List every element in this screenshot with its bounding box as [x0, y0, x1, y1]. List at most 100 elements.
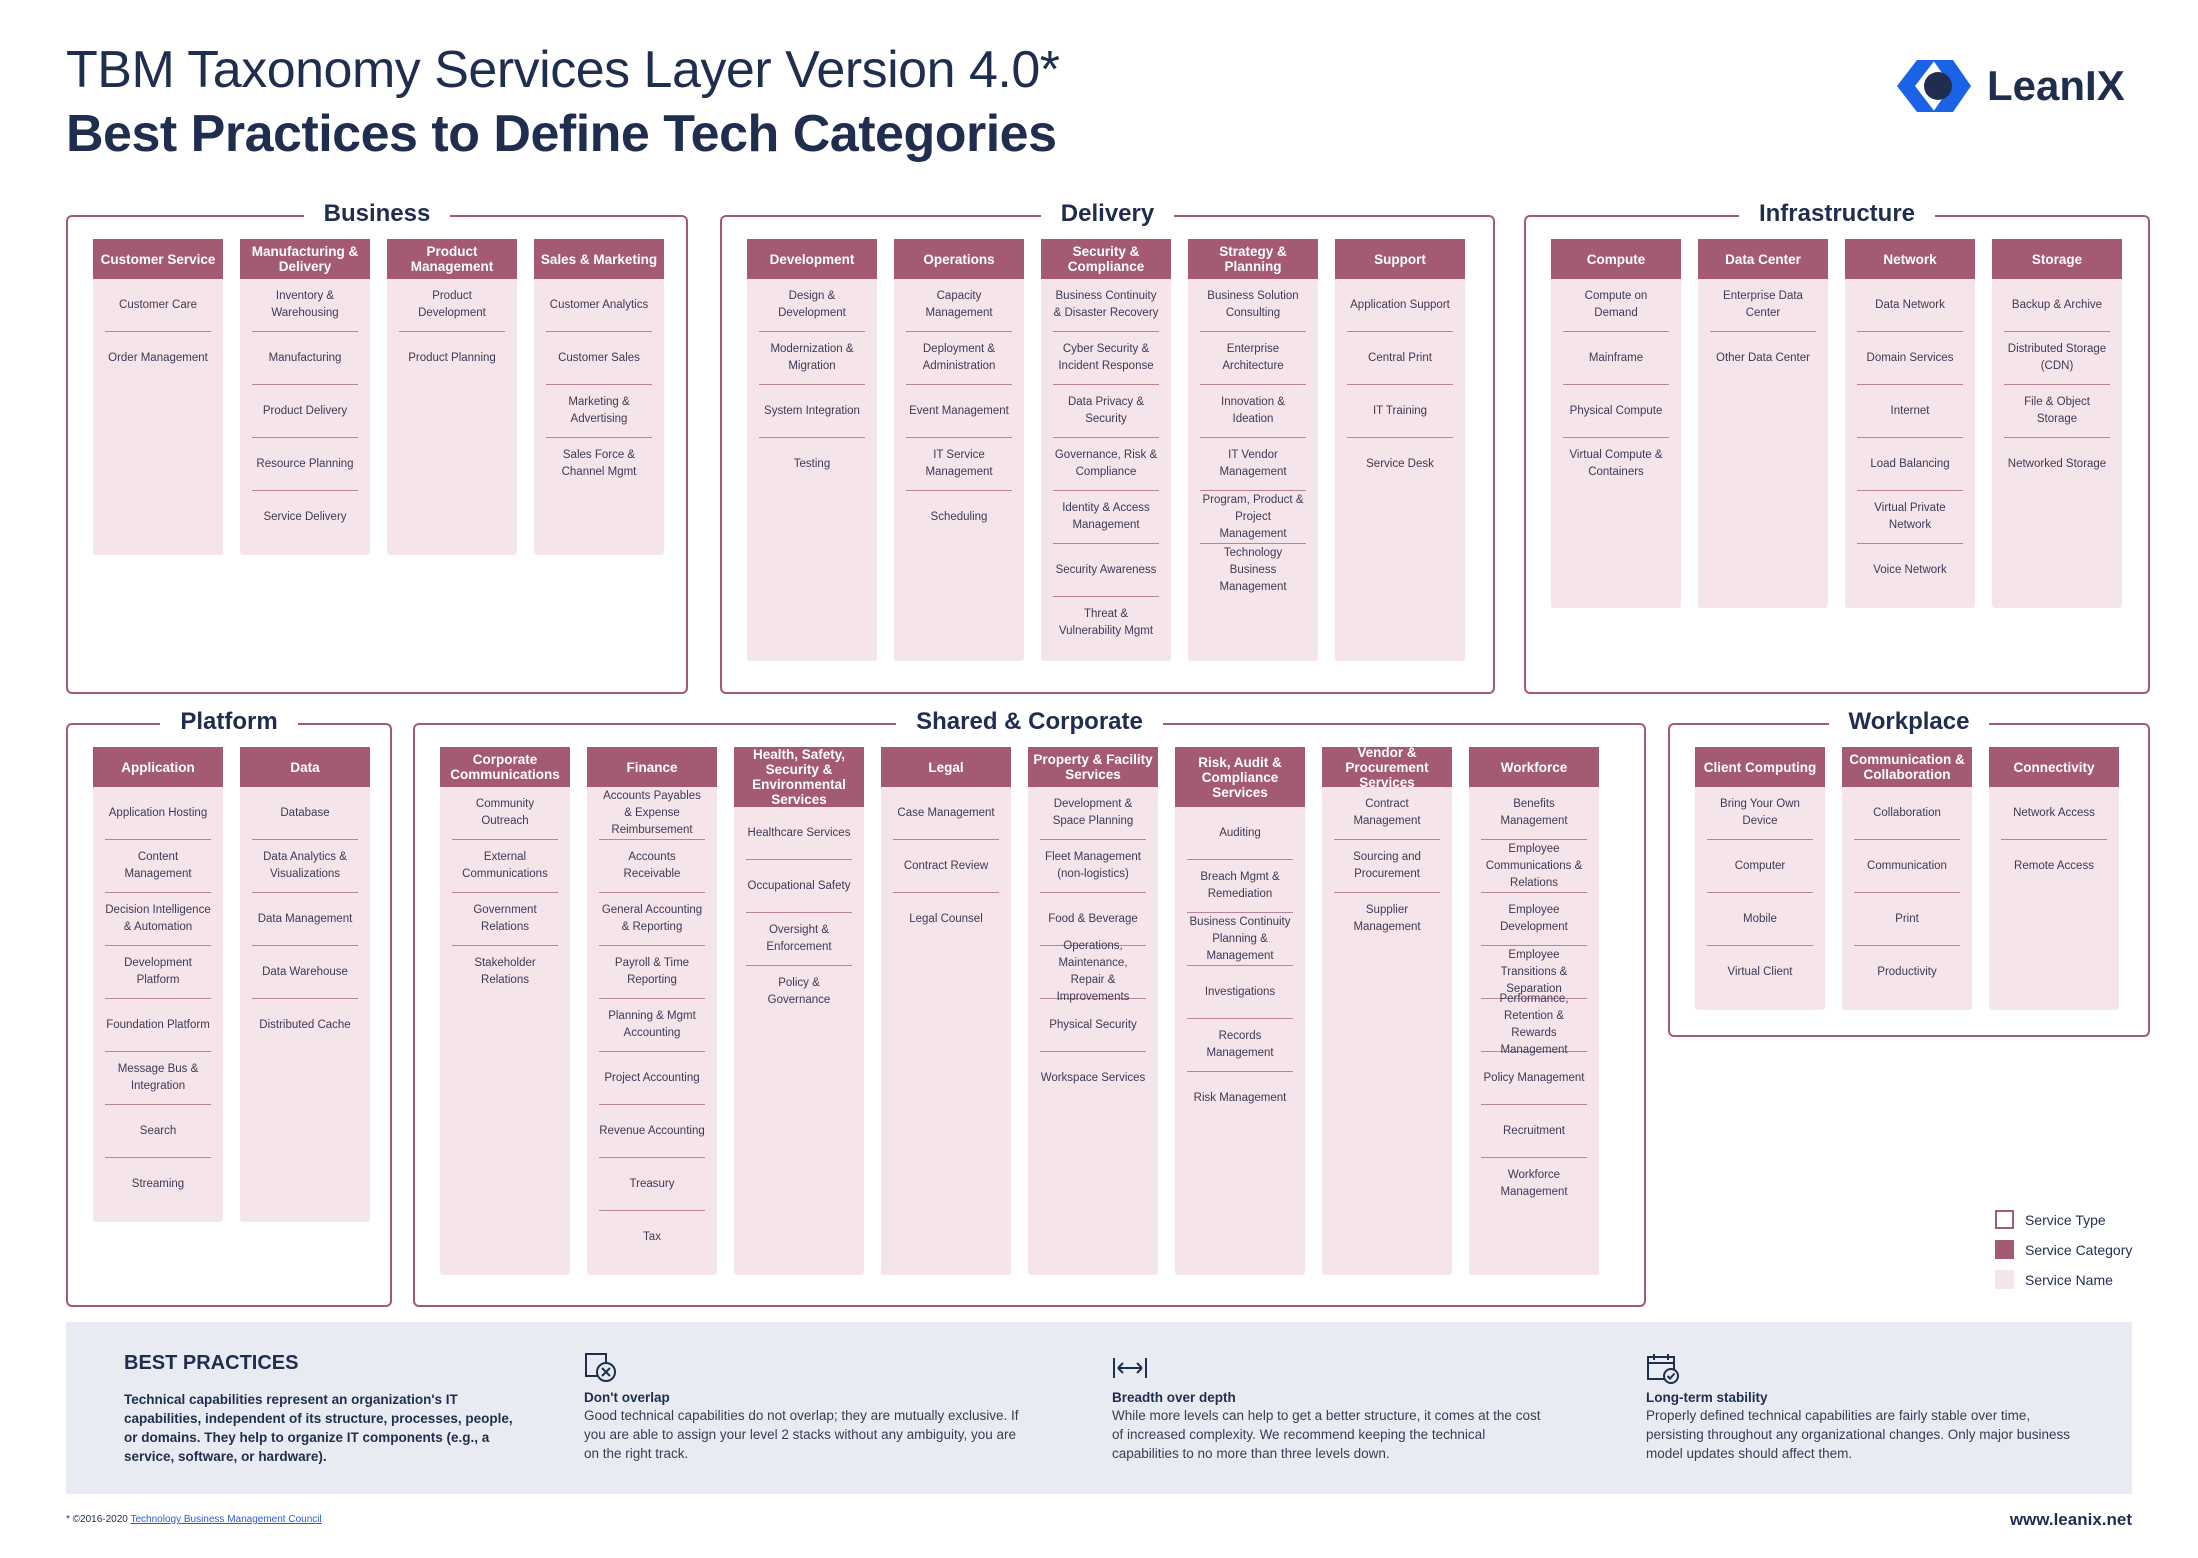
service-name-item: Product Planning — [408, 351, 496, 364]
service-name-item: Bring Your Own Device — [1707, 787, 1813, 840]
service-name-item: Distributed Cache — [259, 1018, 351, 1031]
service-name-item: Service Delivery — [263, 510, 347, 523]
service-category-header: Legal — [881, 747, 1011, 787]
service-name-item: Scheduling — [930, 510, 988, 523]
service-name-item: Testing — [793, 457, 831, 470]
layer-title: Workplace — [1828, 708, 1990, 735]
website-url[interactable]: www.leanix.net — [2009, 1510, 2132, 1529]
service-name-item: Mobile — [1707, 893, 1813, 946]
service-name-item: Product Development — [399, 279, 505, 332]
service-name-item: Operations, Maintenance, Repair & Improv… — [1040, 940, 1146, 1003]
service-name-item: Food & Beverage — [1040, 893, 1146, 946]
service-name-item: Mainframe — [1563, 332, 1669, 385]
service-name-item: Investigations — [1187, 966, 1293, 1019]
service-name-item: Virtual Private Network — [1857, 491, 1963, 544]
service-name-item: Workspace Services — [1040, 1071, 1146, 1084]
service-name-item: Order Management — [108, 351, 208, 364]
service-name-item: Physical Compute — [1563, 385, 1669, 438]
service-name-item: Governance, Risk & Compliance — [1053, 438, 1159, 491]
service-category-header: Risk, Audit & Compliance Services — [1175, 747, 1305, 807]
layer-title: Infrastructure — [1738, 200, 1936, 227]
service-name-item: Enterprise Data Center — [1710, 279, 1816, 332]
leanix-logo-icon — [1897, 60, 1971, 112]
service-category-header: Communication & Collaboration — [1842, 747, 1972, 787]
leanix-logo[interactable]: LeanIX — [1895, 58, 2125, 114]
best-practice-text: While more levels can help to get a bett… — [1112, 1408, 1541, 1461]
service-name-item: Government Relations — [452, 893, 558, 946]
service-name-item: Foundation Platform — [105, 999, 211, 1052]
service-name-item: Deployment & Administration — [906, 332, 1012, 385]
service-category-header: Property & Facility Services — [1028, 747, 1158, 787]
service-name-item: Domain Services — [1857, 332, 1963, 385]
service-category-header: Finance — [587, 747, 717, 787]
legend-swatch-category — [1995, 1240, 2014, 1259]
service-name-item: Occupational Safety — [746, 860, 852, 913]
tbm-council-link[interactable]: Technology Business Management Council — [130, 1514, 322, 1525]
service-name-item: Modernization & Migration — [759, 332, 865, 385]
service-name-item: Message Bus & Integration — [105, 1052, 211, 1105]
service-name-item: Streaming — [131, 1177, 185, 1190]
service-category-header: Data Center — [1698, 239, 1828, 279]
legend-service-name: Service Name — [1995, 1270, 2132, 1289]
service-name-item: Business Continuity & Disaster Recovery — [1053, 279, 1159, 332]
service-name-item: Contract Management — [1334, 787, 1440, 840]
service-name-item: Employee Development — [1481, 893, 1587, 946]
best-practice-text: Good technical capabilities do not overl… — [584, 1408, 1019, 1461]
service-name-item: Risk Management — [1193, 1091, 1287, 1104]
service-name-item: Service Desk — [1366, 457, 1434, 470]
service-name-item: Remote Access — [2014, 859, 2094, 872]
service-name-item: Contract Review — [893, 840, 999, 893]
service-name-item: Workforce Management — [1500, 1169, 1568, 1198]
service-name-item: Collaboration — [1854, 787, 1960, 840]
service-name-item: Development & Space Planning — [1040, 787, 1146, 840]
service-name-item: System Integration — [759, 385, 865, 438]
service-name-item: External Communications — [452, 840, 558, 893]
service-name-item: Customer Care — [105, 279, 211, 332]
legend-label: Service Type — [2025, 1211, 2106, 1228]
service-name-item: Sales Force & Channel Mgmt — [561, 449, 637, 478]
service-name-item: Network Access — [2001, 787, 2107, 840]
service-name-item: Performance, Retention & Rewards Managem… — [1481, 993, 1587, 1056]
service-name-item: Legal Counsel — [909, 912, 983, 925]
service-name-item: Breach Mgmt & Remediation — [1187, 860, 1293, 913]
service-name-item: Cyber Security & Incident Response — [1053, 332, 1159, 385]
service-name-item: Business Continuity Planning & Managemen… — [1187, 913, 1293, 966]
best-practices-panel: BEST PRACTICES Technical capabilities re… — [66, 1322, 2132, 1494]
legend-service-category: Service Category — [1995, 1240, 2132, 1259]
service-name-item: Data Network — [1857, 279, 1963, 332]
service-name-item: Community Outreach — [452, 787, 558, 840]
layer-shared-corporate: Shared & Corporate Corporate Communicati… — [413, 708, 1646, 1307]
service-name-item: Enterprise Architecture — [1200, 332, 1306, 385]
best-practice-title: Long-term stability — [1646, 1390, 1768, 1405]
best-practice-title: Don't overlap — [584, 1390, 670, 1405]
service-category-header: Data — [240, 747, 370, 787]
service-name-item: Supplier Management — [1353, 904, 1421, 933]
service-name-item: Data Warehouse — [252, 946, 358, 999]
best-practice-title: Breadth over depth — [1112, 1390, 1236, 1405]
service-category-header: Corporate Communications — [440, 747, 570, 787]
logo-text: LeanIX — [1987, 62, 2125, 109]
copyright-prefix: * ©2016-2020 — [66, 1514, 128, 1525]
service-category-header: Compute — [1551, 239, 1681, 279]
service-name-item: Revenue Accounting — [599, 1105, 705, 1158]
service-name-item: Program, Product & Project Management — [1200, 491, 1306, 544]
service-name-item: Policy Management — [1481, 1052, 1587, 1105]
